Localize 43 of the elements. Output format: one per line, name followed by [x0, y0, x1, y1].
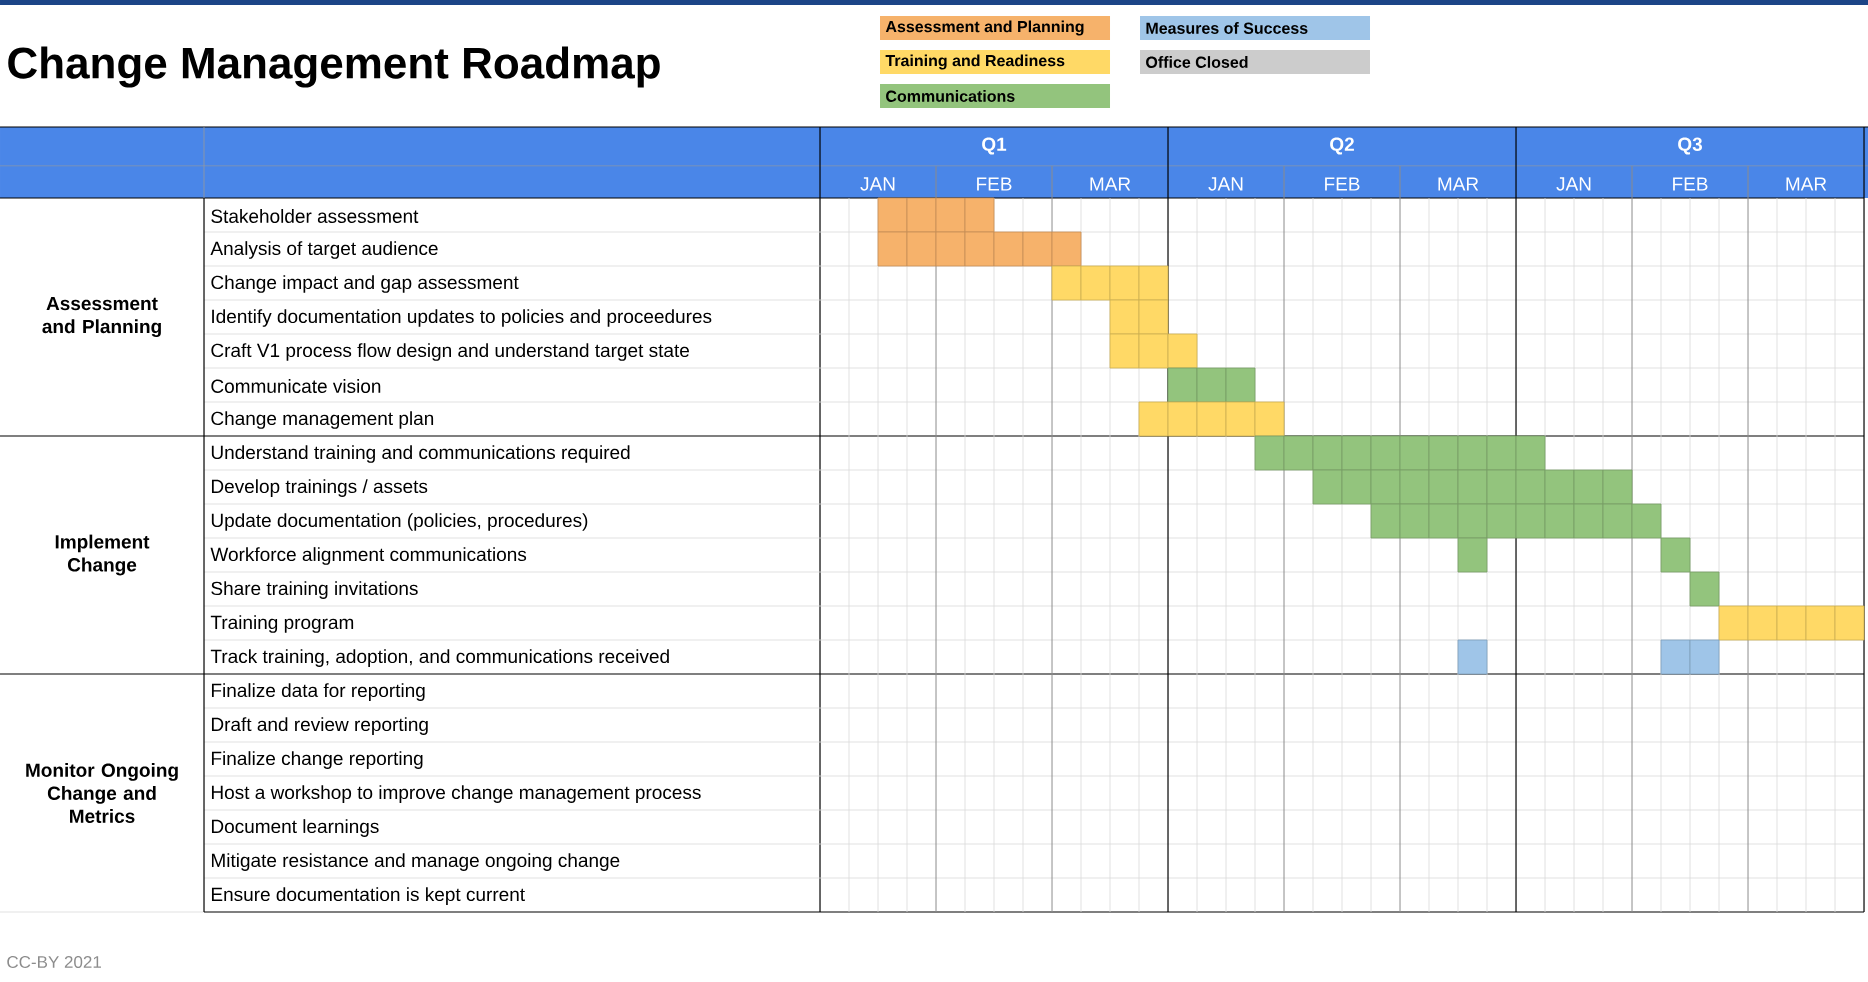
- task-label: Track training, adoption, and communications received: [210, 649, 669, 667]
- month-label: MAR: [1786, 177, 1827, 191]
- month-label: FEB: [977, 177, 1012, 191]
- month-label: MAR: [1438, 177, 1479, 191]
- task-label: Training program: [210, 615, 354, 633]
- month-label: FEB: [1673, 177, 1708, 191]
- task-label: Communicate vision: [211, 379, 381, 393]
- task-label: Ensure documentation is kept current: [212, 887, 525, 905]
- task-label: Mitigate resistance and manage ongoing change: [212, 853, 620, 871]
- task-label: Draft and review reporting: [212, 717, 428, 735]
- legend-label: Office Closed: [1146, 56, 1248, 68]
- task-label: Finalize change reporting: [212, 751, 423, 769]
- quarter-label: Q3: [1678, 137, 1702, 155]
- task-label: Finalize data for reporting: [212, 683, 425, 701]
- month-label: MAR: [1090, 177, 1131, 191]
- footer-note: CC-BY 2021: [7, 956, 101, 968]
- month-label: FEB: [1325, 177, 1360, 191]
- task-label: Share training invitations: [211, 581, 418, 599]
- month-label: JAN: [860, 177, 895, 191]
- title: Change Management Roadmap: [8, 46, 660, 88]
- task-label: Identify documentation updates to policies and proceedures: [212, 309, 712, 327]
- task-label: Change impact and gap assessment: [211, 275, 519, 293]
- legend-label: Assessment and Planning: [885, 20, 1084, 36]
- task-label: Develop trainings / assets: [212, 479, 428, 497]
- task-label: Workforce alignment communications: [210, 547, 527, 565]
- legend-label: Measures of Success: [1146, 22, 1308, 34]
- task-label: Analysis of target audience: [210, 241, 438, 259]
- month-label: JAN: [1208, 177, 1243, 191]
- task-label: Document learnings: [212, 819, 379, 837]
- quarter-label: Q1: [982, 137, 1007, 155]
- task-label: Host a workshop to improve change management process: [212, 785, 701, 803]
- task-label: Update documentation (policies, procedures): [211, 513, 588, 531]
- task-label: Understand training and communications required: [211, 445, 630, 463]
- group-label: Assessment and Planning: [42, 296, 161, 338]
- quarter-label: Q2: [1330, 137, 1354, 155]
- task-label: Change management plan: [211, 411, 434, 429]
- legend-label: Training and Readiness: [885, 54, 1065, 70]
- group-label: Implement Change: [55, 534, 150, 576]
- task-label: Craft V1 process flow design and understand target state: [211, 343, 689, 361]
- task-label: Stakeholder assessment: [211, 209, 419, 223]
- group-label: Monitor Ongoing Change and Metrics: [26, 763, 178, 823]
- month-label: JAN: [1556, 177, 1591, 191]
- legend-label: Communications: [886, 90, 1015, 102]
